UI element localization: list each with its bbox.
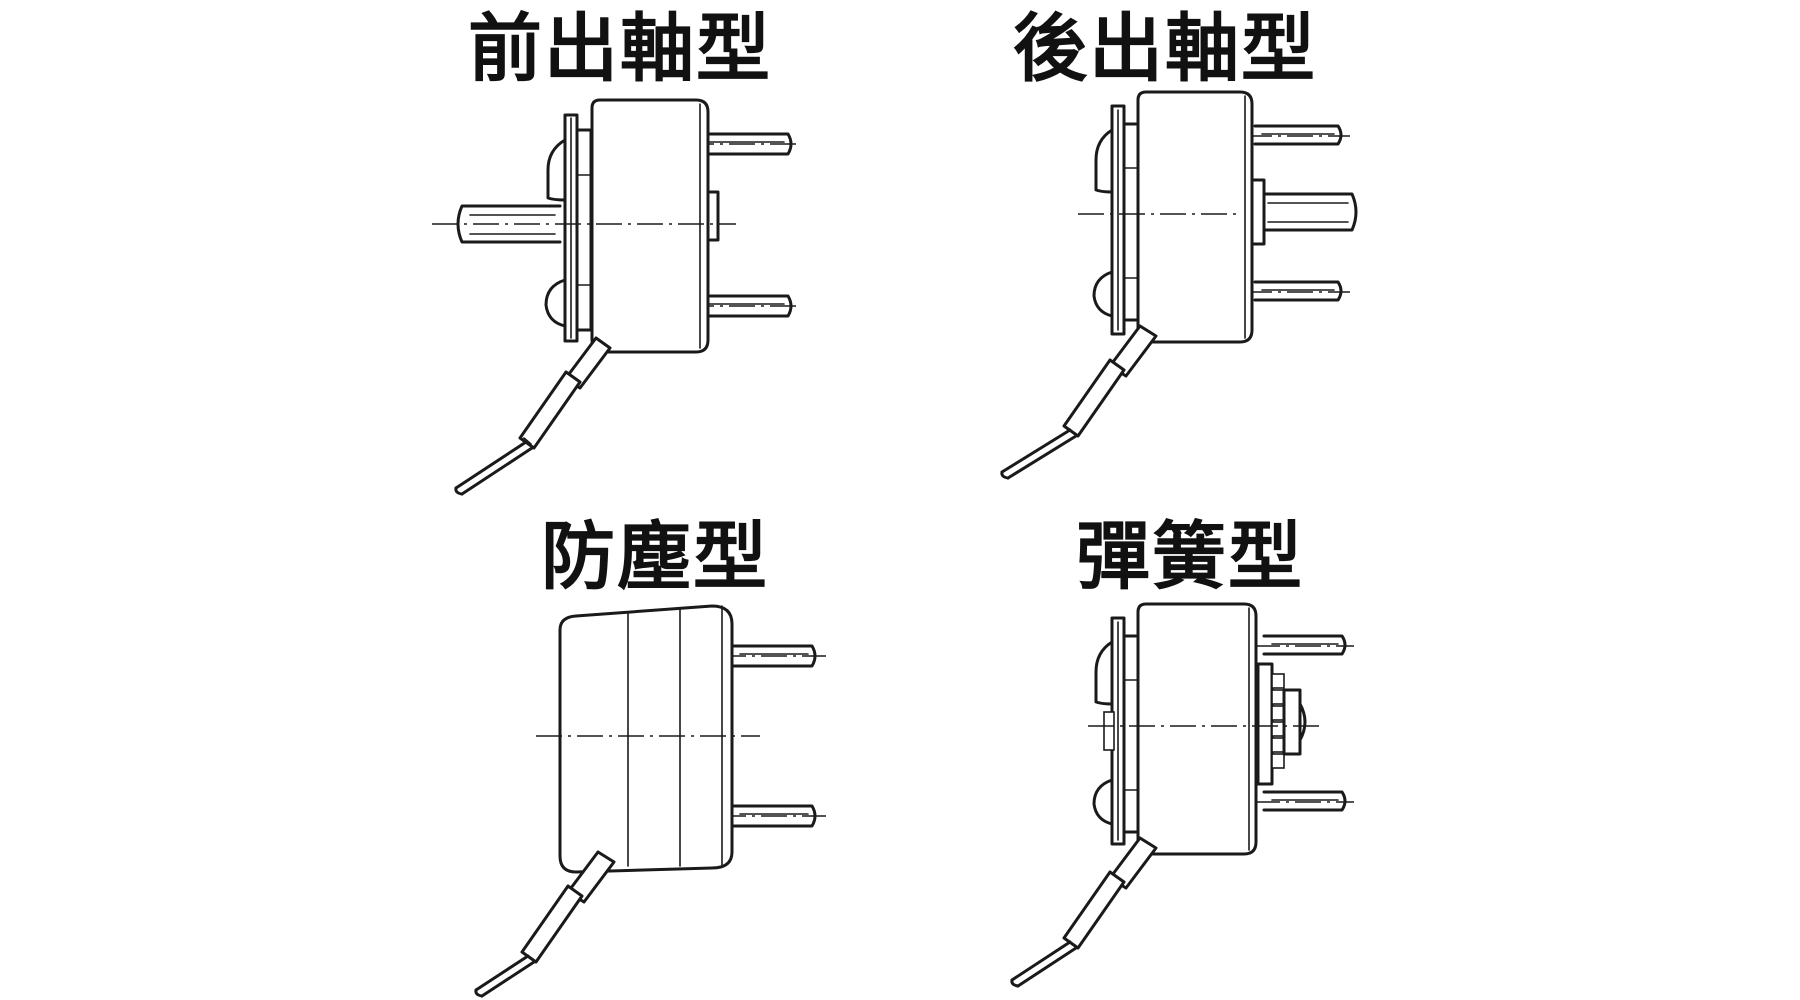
dust-cover — [558, 604, 734, 874]
rear-housing — [1136, 90, 1254, 344]
spring-diagram — [1010, 602, 1354, 988]
spring-title: 彈簧型 — [1076, 514, 1304, 600]
spring-spacer — [1122, 634, 1140, 834]
rear-pin-top — [1246, 124, 1350, 146]
front-shaft-diagram — [432, 98, 796, 496]
front-spacer — [575, 128, 593, 332]
rear-hub — [1250, 178, 1266, 246]
spring-pin-top — [1254, 634, 1354, 656]
spring-coil — [1256, 662, 1307, 786]
spring-lower-bump — [1092, 778, 1114, 826]
front-cable — [454, 336, 612, 496]
dust-pin-bottom — [720, 804, 826, 828]
spring-housing — [1136, 602, 1258, 856]
spring-front-nub — [1103, 711, 1115, 751]
front-shaft-title: 前出軸型 — [468, 6, 772, 92]
rear-spacer — [1122, 122, 1140, 322]
rear-lower-bump — [1092, 270, 1114, 318]
dustproof-title: 防塵型 — [541, 514, 769, 600]
spring-upper-tab — [1094, 640, 1114, 706]
dustproof-diagram — [474, 604, 826, 998]
front-hub — [706, 190, 720, 242]
dust-pin-top — [720, 644, 826, 668]
rear-shaft-title: 後出軸型 — [1013, 6, 1317, 92]
rear-cable — [1000, 324, 1158, 480]
front-upper-tab — [546, 138, 567, 202]
front-housing — [590, 98, 710, 354]
rear-shaft — [1258, 192, 1358, 232]
rear-pin-bottom — [1246, 280, 1350, 302]
rear-upper-tab — [1094, 128, 1114, 194]
spring-pin-bottom — [1254, 790, 1354, 812]
spring-cable — [1010, 836, 1158, 988]
front-mounting-plate — [563, 113, 579, 343]
dust-cable — [474, 850, 616, 998]
front-lower-bump — [544, 278, 567, 328]
rear-shaft-diagram — [1000, 90, 1358, 480]
